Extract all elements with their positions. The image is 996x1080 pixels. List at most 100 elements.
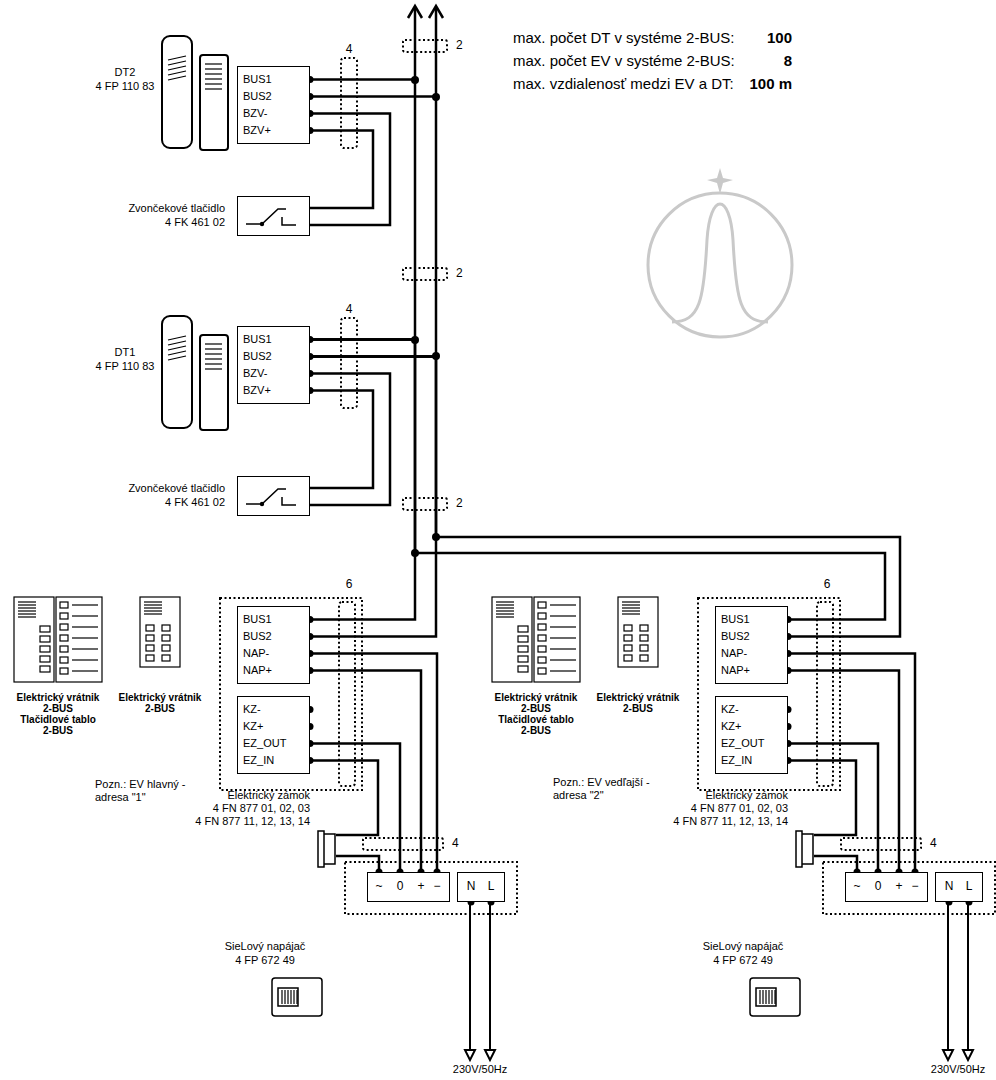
pin-name: NAP- [721, 645, 787, 662]
callout-number: 6 [824, 578, 831, 592]
handset-stripe [168, 346, 186, 350]
panel-button [538, 602, 546, 608]
panel-button [624, 635, 632, 641]
wire [310, 744, 400, 873]
speaker-grille [622, 601, 640, 602]
wire [310, 357, 436, 637]
speaker-grille [496, 613, 514, 614]
pin-name: NAP+ [243, 662, 309, 679]
terminal-block: KZ-KZ+EZ_OUTEZ_IN [715, 696, 788, 774]
bell-button: Zvončekové tlačidlo4 FK 461 02 [80, 470, 310, 522]
supply-grille [296, 990, 297, 1004]
wire [788, 761, 856, 836]
part-label: 4 FN 877 11, 12, 13, 14 [673, 815, 788, 828]
panel-button [40, 666, 50, 672]
label-text: 100 [767, 29, 792, 46]
label-text: 2-BUS [623, 703, 653, 715]
label-text: 4 FP 110 83 [96, 80, 155, 93]
label-text: DT1 [115, 346, 136, 359]
panel-button [162, 655, 170, 661]
label-text: SieLový napájač [703, 940, 784, 953]
name-strip [72, 626, 98, 627]
handset-dt2 [162, 36, 228, 150]
switch-symbol [246, 489, 296, 505]
pin-name: BUS2 [243, 348, 309, 365]
lock-symbol [316, 830, 336, 870]
lock-symbol [796, 831, 802, 867]
callout-number: 4 [346, 43, 353, 57]
panel-button [538, 657, 546, 663]
name-strip [72, 615, 98, 616]
switch-symbol [238, 197, 308, 234]
supply-grille [774, 990, 775, 1004]
handset-stripe [168, 341, 186, 345]
terminal-block: BUS1BUS2NAP-NAP+ [237, 606, 310, 684]
name-strip [72, 670, 98, 671]
pin-name: NAP- [243, 645, 309, 662]
switch-symbol [260, 502, 264, 506]
terminal-block: BUS1BUS2BZV-BZV+ [237, 326, 310, 404]
bell-button: Zvončekové tlačidlo4 FK 461 02 [80, 190, 310, 242]
wire [310, 97, 436, 357]
pin-name: KZ- [721, 701, 787, 718]
wire [310, 340, 415, 620]
speaker-grille [18, 607, 36, 608]
label-text: Pozn.: EV vedľajší - adresa "2" [553, 776, 663, 801]
supply-grille [768, 990, 769, 1004]
supply-terminals: NL [935, 872, 983, 902]
wire [336, 856, 379, 872]
label-text: 230V/50Hz [453, 1063, 507, 1076]
lock-symbol [324, 834, 335, 864]
speaker-grille [18, 604, 36, 605]
supply-grille [759, 990, 760, 1004]
name-strip [72, 604, 98, 605]
switch-symbol [238, 477, 308, 514]
panel-button [624, 625, 632, 631]
label-text: Tlačidlové tablo [20, 714, 96, 726]
base-stripe [205, 343, 222, 344]
speaker-grille [622, 604, 640, 605]
panel-button [518, 636, 528, 642]
terminal-name: N [467, 879, 476, 893]
terminal-block: BUS1BUS2BZV-BZV+ [237, 66, 310, 144]
lock-symbol [318, 831, 324, 867]
supply-grille [290, 990, 291, 1004]
wire [310, 114, 390, 226]
part-label: 4 FN 877 01, 02, 03 [195, 802, 310, 815]
electric-lock: Elektrický zámok4 FN 877 01, 02, 034 FN … [180, 789, 336, 869]
label-text: 4 FP 672 49 [713, 954, 773, 967]
wire [788, 654, 915, 873]
wire [310, 131, 373, 209]
supply-grille [287, 990, 288, 1004]
panel-button [40, 656, 50, 662]
label-text: SieLový napájač [225, 940, 306, 953]
cable-marker [220, 40, 995, 914]
pin-name: BZV+ [243, 382, 309, 399]
speaker-grille [144, 604, 162, 605]
callout-number: 6 [346, 578, 353, 592]
supply-grille [281, 990, 282, 1004]
terminal-name: N [945, 879, 954, 893]
pin-name: BUS1 [243, 71, 309, 88]
supply-terminals: ~0+− [845, 872, 928, 902]
panel-button [640, 655, 648, 661]
device-detail [18, 56, 775, 1004]
speaker-grille [18, 601, 36, 602]
speaker-grille [496, 601, 514, 602]
speaker-grille [496, 607, 514, 608]
wire [788, 744, 878, 873]
pin-name: EZ_OUT [243, 735, 309, 752]
terminal-name: L [966, 879, 973, 893]
handset-stripe [168, 336, 186, 340]
speaker-grille [496, 604, 514, 605]
speaker-grille [496, 616, 514, 617]
label-text: max. počet EV v systéme 2-BUS: [513, 52, 735, 69]
panel-button [40, 646, 50, 652]
callout-number: 4 [346, 303, 353, 317]
speaker-grille [496, 610, 514, 611]
label-text: Pozn.: EV hlavný - adresa "1" [95, 778, 205, 803]
handset-stripe [168, 61, 186, 65]
label-text: Elektrický vrátnik [17, 692, 100, 704]
terminal-name: 0 [875, 879, 882, 893]
